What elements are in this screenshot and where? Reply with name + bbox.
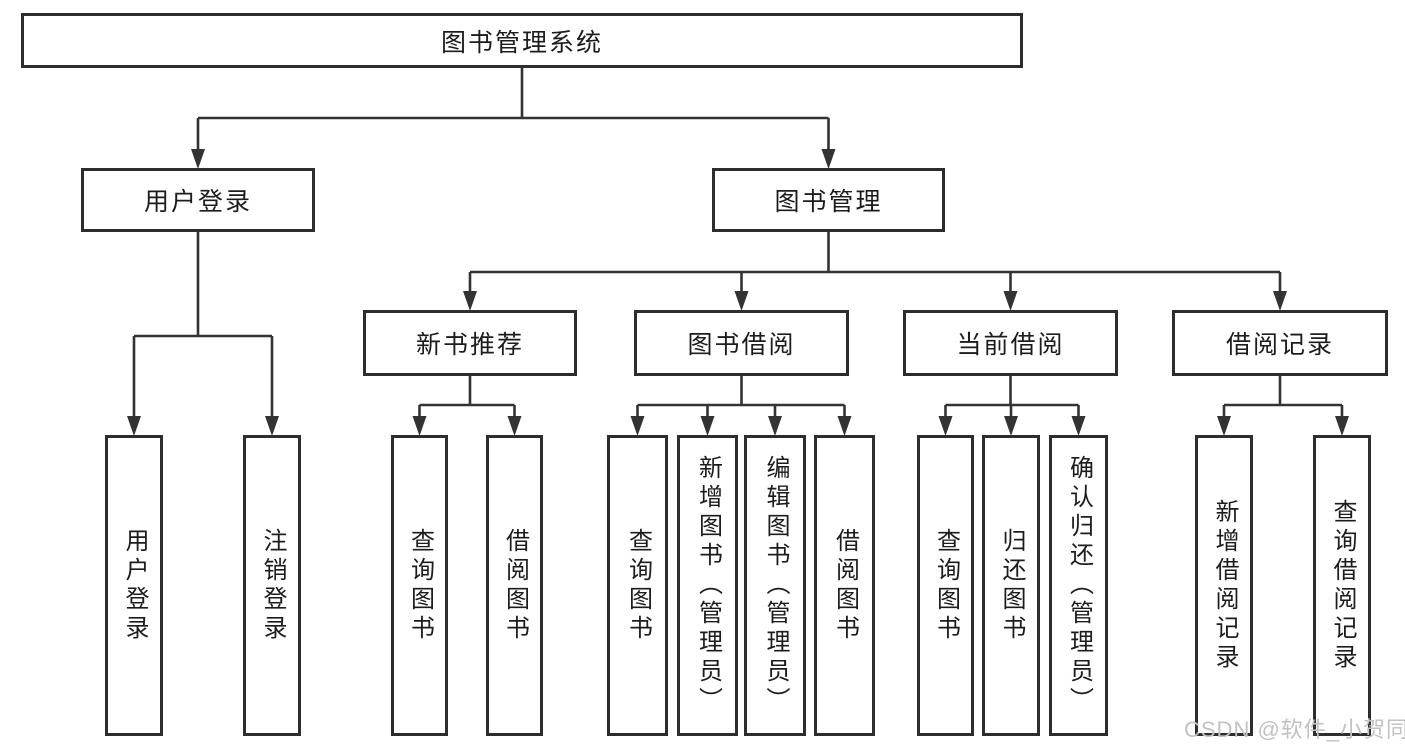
- connector-new-book-rec: [418, 376, 516, 420]
- connector-user-login: [132, 232, 274, 420]
- node-label: 图书借阅: [687, 331, 796, 359]
- watermark-text: CSDN @软件_小贺同学: [1184, 717, 1405, 742]
- arrowhead-current-borrow: [1003, 291, 1018, 311]
- arrowhead-nb-borrow-book: [507, 416, 522, 436]
- node-label: 编辑图书（管理员）: [762, 455, 789, 716]
- node-label: 图书管理: [774, 188, 883, 216]
- node-cb-query-book: 查询图书: [917, 435, 974, 736]
- arrowhead-user-login: [191, 149, 205, 169]
- node-label: 新增图书（管理员）: [694, 455, 722, 716]
- node-label: 注销登录: [259, 527, 286, 644]
- arrowhead-bb-add-book: [700, 416, 715, 436]
- arrowhead-login-op: [127, 416, 141, 436]
- node-label: 借阅图书: [501, 527, 529, 644]
- arrowhead-book-mgmt: [821, 149, 836, 169]
- arrowhead-cb-query-book: [938, 416, 953, 436]
- node-label: 图书管理系统: [440, 28, 603, 57]
- node-label: 用户登录: [121, 527, 148, 644]
- node-cb-return-book: 归还图书: [982, 435, 1040, 736]
- connector-borrow-records: [1222, 376, 1344, 420]
- arrowhead-br-add-record: [1217, 416, 1231, 436]
- node-root: 图书管理系统: [21, 13, 1023, 68]
- connector-root: [196, 68, 830, 153]
- arrowhead-cb-return-book: [1004, 416, 1018, 436]
- node-book-borrow: 图书借阅: [634, 310, 849, 376]
- node-cb-confirm-ret: 确认归还（管理员）: [1049, 435, 1108, 736]
- node-label: 确认归还（管理员）: [1065, 455, 1093, 716]
- node-label: 归还图书: [998, 527, 1025, 644]
- arrowhead-cb-confirm-ret: [1071, 416, 1086, 436]
- arrowhead-bb-query-book: [630, 416, 645, 436]
- node-label: 查询图书: [406, 527, 434, 644]
- node-label: 查询借阅记录: [1329, 498, 1356, 673]
- node-borrow-records: 借阅记录: [1172, 310, 1388, 376]
- node-label: 借阅记录: [1225, 331, 1334, 359]
- node-bb-edit-book: 编辑图书（管理员）: [744, 435, 806, 736]
- arrowhead-new-book-rec: [463, 291, 477, 311]
- node-logout-op: 注销登录: [243, 435, 301, 736]
- arrowhead-br-query-record: [1335, 416, 1349, 436]
- node-br-query-record: 查询借阅记录: [1313, 435, 1371, 736]
- node-new-book-rec: 新书推荐: [363, 310, 577, 376]
- arrowhead-bb-edit-book: [768, 416, 782, 436]
- arrowhead-book-borrow: [734, 291, 749, 311]
- node-label: 新书推荐: [415, 331, 524, 359]
- node-br-add-record: 新增借阅记录: [1195, 435, 1253, 736]
- node-label: 新增借阅记录: [1211, 498, 1238, 673]
- node-current-borrow: 当前借阅: [903, 310, 1118, 376]
- node-user-login: 用户登录: [81, 168, 315, 232]
- arrowhead-logout-op: [265, 416, 279, 436]
- arrowhead-borrow-records: [1273, 291, 1287, 311]
- node-bb-borrow-book: 借阅图书: [814, 435, 875, 736]
- node-label: 当前借阅: [956, 331, 1065, 359]
- node-nb-borrow-book: 借阅图书: [486, 435, 543, 736]
- node-label: 查询图书: [932, 527, 960, 644]
- node-label: 用户登录: [143, 188, 252, 216]
- node-book-mgmt: 图书管理: [712, 168, 945, 232]
- connector-current-borrow: [944, 376, 1080, 420]
- arrowhead-bb-borrow-book: [837, 416, 852, 436]
- node-login-op: 用户登录: [105, 435, 163, 736]
- connector-book-borrow: [636, 376, 846, 420]
- node-label: 借阅图书: [831, 527, 859, 644]
- node-bb-query-book: 查询图书: [607, 435, 668, 736]
- node-nb-query-book: 查询图书: [391, 435, 448, 736]
- node-bb-add-book: 新增图书（管理员）: [677, 435, 738, 736]
- arrowhead-nb-query-book: [412, 416, 427, 436]
- connector-book-mgmt: [468, 232, 1282, 295]
- node-label: 查询图书: [624, 527, 652, 644]
